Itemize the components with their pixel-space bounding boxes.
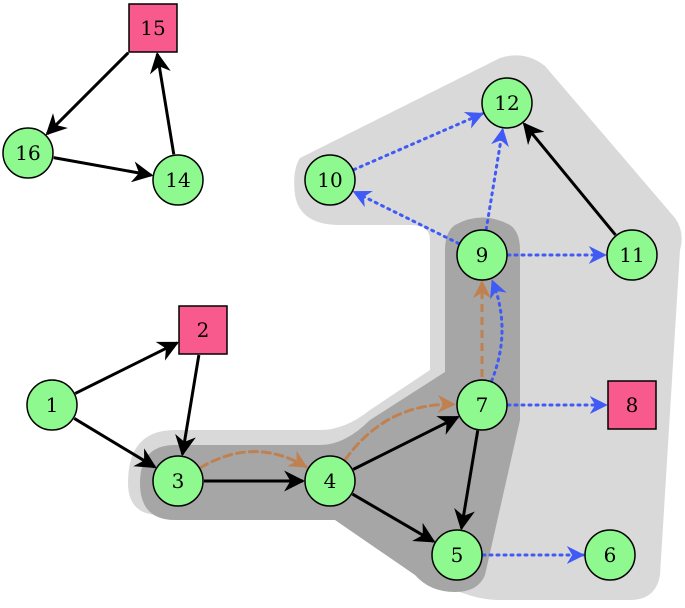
node-label: 11 [619, 243, 644, 267]
node-circle [152, 154, 204, 206]
node-label: 14 [165, 168, 190, 192]
node-circle [456, 379, 508, 431]
node-label: 7 [476, 393, 489, 417]
node-label: 15 [140, 16, 165, 40]
node-label: 10 [317, 168, 342, 192]
node-15: 15 [128, 3, 178, 53]
node-circle [606, 229, 658, 281]
edge-layer [45, 51, 617, 564]
node-circle [456, 229, 508, 281]
node-label: 6 [604, 543, 617, 567]
node-1: 1 [26, 379, 78, 431]
edge-11-12-solid [522, 122, 617, 236]
node-square [128, 3, 178, 53]
node-16: 16 [2, 127, 54, 179]
node-5: 5 [431, 529, 483, 581]
edge-15-16-solid [45, 51, 130, 136]
edge-9-12-dotted [484, 127, 509, 231]
edge-7-9-dotted-curved [490, 279, 507, 383]
node-12: 12 [481, 77, 533, 129]
node-label: 12 [494, 91, 519, 115]
node-circle [481, 77, 533, 129]
node-circle [26, 379, 78, 431]
edge-9-10-dotted [352, 190, 461, 245]
inner-region [140, 217, 520, 592]
node-14: 14 [152, 154, 204, 206]
edge-7-5-solid [454, 430, 480, 531]
node-circle [431, 529, 483, 581]
node-label: 4 [324, 469, 337, 493]
node-2: 2 [178, 305, 228, 355]
node-3: 3 [152, 455, 204, 507]
edge-2-3-solid [175, 354, 201, 457]
node-6: 6 [584, 529, 636, 581]
edge-4-7-dashed-curved [343, 394, 456, 462]
edge-16-14-solid [53, 156, 154, 183]
node-11: 11 [606, 229, 658, 281]
edge-4-7-solid [352, 415, 460, 471]
node-circle [584, 529, 636, 581]
node-square [607, 380, 657, 430]
node-square [178, 305, 228, 355]
node-10: 10 [304, 154, 356, 206]
edge-1-3-solid [73, 417, 157, 469]
edge-1-2-solid [74, 341, 180, 395]
node-circle [304, 154, 356, 206]
node-label: 16 [15, 141, 40, 165]
node-4: 4 [304, 455, 356, 507]
edge-4-5-solid [351, 492, 436, 543]
node-label: 5 [451, 543, 464, 567]
edge-10-12-dotted [352, 111, 484, 172]
node-label: 8 [626, 393, 639, 417]
node-label: 1 [46, 393, 59, 417]
edge-14-15-solid [149, 51, 176, 155]
node-9: 9 [456, 229, 508, 281]
node-label: 2 [197, 318, 210, 342]
node-7: 7 [456, 379, 508, 431]
node-8: 8 [607, 380, 657, 430]
edge-3-4-dashed-curved [198, 450, 308, 470]
node-circle [304, 455, 356, 507]
node-label: 3 [172, 469, 185, 493]
node-label: 9 [476, 243, 489, 267]
node-circle [2, 127, 54, 179]
node-circle [152, 455, 204, 507]
region-highlights [128, 55, 682, 601]
